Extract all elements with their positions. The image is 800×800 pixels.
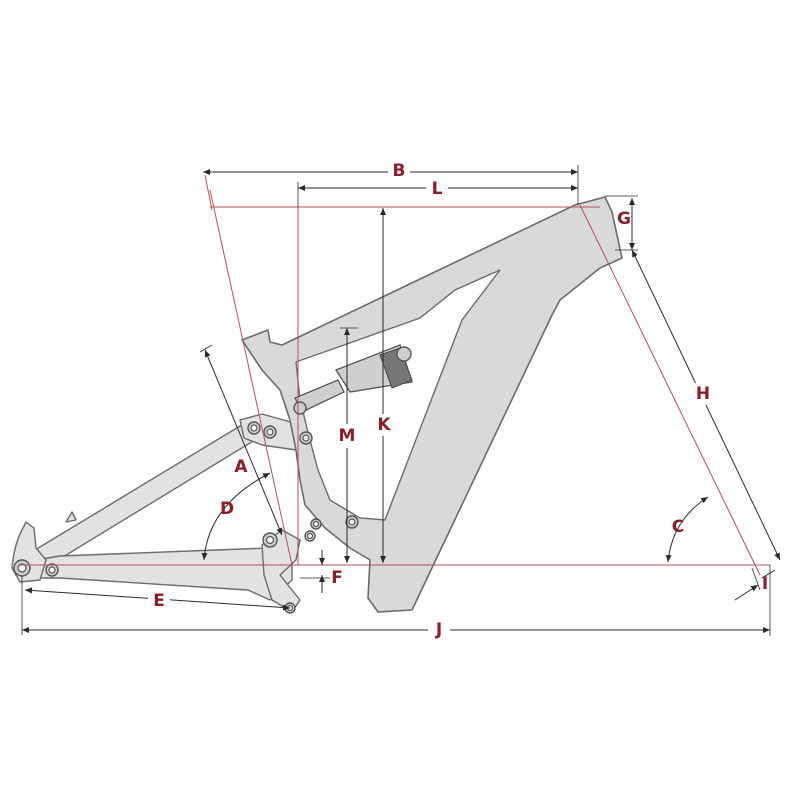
label-i: I xyxy=(762,574,768,594)
dimension-labels: B L G H K M A D C F I E J xyxy=(148,160,768,641)
label-h: H xyxy=(696,384,710,404)
label-e: E xyxy=(153,591,165,611)
label-b: B xyxy=(393,161,406,181)
label-m: M xyxy=(339,426,356,446)
bike-frame xyxy=(11,196,623,614)
rear-shock xyxy=(293,344,413,415)
label-d: D xyxy=(220,499,234,519)
seat-angle-ref xyxy=(204,174,213,211)
main-frame xyxy=(241,196,623,613)
seat-stay-tab xyxy=(65,511,77,523)
label-a: A xyxy=(234,457,248,477)
label-c: C xyxy=(672,517,684,537)
label-k: K xyxy=(377,415,391,435)
label-j: J xyxy=(435,620,442,640)
label-l: L xyxy=(432,179,443,199)
head-tube-axis xyxy=(579,204,761,576)
seat-stay xyxy=(23,417,269,566)
label-g: G xyxy=(617,209,631,229)
label-f: F xyxy=(331,568,343,588)
